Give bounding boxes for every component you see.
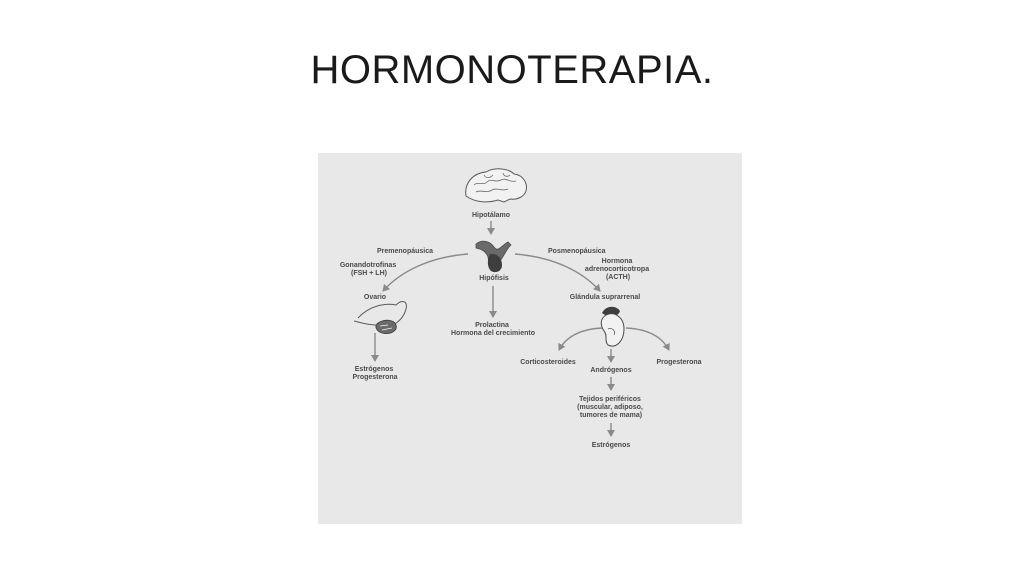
diagram-canvas: Hipotálamo Premenopáusica Posmenopáusica… (340, 168, 702, 449)
label-tejidos: Tejidos periféricos (muscular, adiposo, … (577, 396, 645, 419)
label-androgenos: Andrógenos (590, 367, 631, 374)
label-posmenopausica: Posmenopáusica (548, 248, 606, 255)
pituitary-icon (475, 240, 512, 273)
arrow-to-ovario (382, 253, 469, 292)
label-acth: Hormona adrenocorticotropa (ACTH) (585, 258, 651, 281)
adrenal-kidney-icon (600, 306, 625, 347)
label-prolactina: Prolactina Hormona del crecimiento (451, 322, 535, 337)
label-corticosteroides: Corticosteroides (520, 359, 576, 366)
ovary-icon (353, 301, 407, 334)
label-estrogenos-right: Estrógenos (592, 442, 631, 449)
hormone-diagram: Hipotálamo Premenopáusica Posmenopáusica… (318, 153, 742, 524)
slide-title: HORMONOTERAPIA. (310, 48, 714, 92)
label-progesterona-right: Progesterona (656, 359, 701, 366)
arrow-to-progesterona (625, 327, 670, 351)
label-glandula: Glándula suprarrenal (570, 294, 640, 301)
brain-icon (465, 168, 527, 203)
label-ovario: Ovario (364, 294, 386, 301)
arrow-to-glandula (514, 253, 601, 292)
arrow-to-corticosteroides (558, 327, 603, 351)
label-hipotalamo: Hipotálamo (472, 212, 510, 219)
label-premenopausica: Premenopáusica (377, 248, 433, 255)
label-estrogenos-progesterona: Estrógenos Progesterona (352, 366, 397, 381)
label-hipofisis: Hipófisis (479, 275, 509, 282)
label-gonadotrofinas: Gonandotrofinas (FSH + LH) (340, 262, 398, 277)
